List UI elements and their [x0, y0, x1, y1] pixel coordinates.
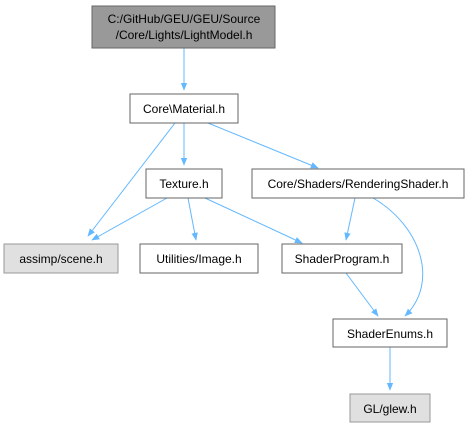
node-shader-enums-label: ShaderEnums.h [347, 327, 433, 341]
node-material-label: Core\Material.h [143, 102, 225, 116]
edge-material-to-assimp [87, 122, 176, 237]
edge-rendering-to-shader-enums [372, 197, 424, 317]
node-texture[interactable]: Texture.h [145, 168, 223, 199]
node-rendering-shader-label: Core/Shaders/RenderingShader.h [268, 177, 449, 191]
node-rendering-shader[interactable]: Core/Shaders/RenderingShader.h [251, 168, 465, 199]
node-shader-program-label: ShaderProgram.h [295, 252, 390, 266]
node-shader-enums[interactable]: ShaderEnums.h [332, 318, 448, 348]
node-root-lightmodel[interactable]: C:/GitHub/GEU/GEU/Source /Core/Lights/Li… [91, 5, 276, 49]
edge-shader-program-to-shader-enums [345, 272, 379, 317]
node-image-label: Utilities/Image.h [156, 252, 241, 266]
node-texture-label: Texture.h [159, 177, 208, 191]
edge-texture-to-shader-program [204, 197, 303, 244]
node-root-line1: C:/GitHub/GEU/GEU/Source [108, 12, 261, 26]
edge-texture-to-assimp [91, 197, 168, 241]
node-glew-label: GL/glew.h [363, 402, 416, 416]
node-assimp-scene[interactable]: assimp/scene.h [3, 243, 119, 274]
edge-material-to-rendering-shader [207, 122, 319, 169]
edge-texture-to-image [187, 197, 198, 241]
node-assimp-label: assimp/scene.h [19, 252, 102, 266]
node-root-line2: /Core/Lights/LightModel.h [116, 28, 253, 42]
node-core-material[interactable]: Core\Material.h [129, 93, 239, 124]
edge-rendering-to-shader-program [344, 197, 356, 241]
node-shader-program[interactable]: ShaderProgram.h [281, 243, 403, 274]
node-utilities-image[interactable]: Utilities/Image.h [139, 243, 259, 274]
node-gl-glew[interactable]: GL/glew.h [349, 393, 431, 423]
